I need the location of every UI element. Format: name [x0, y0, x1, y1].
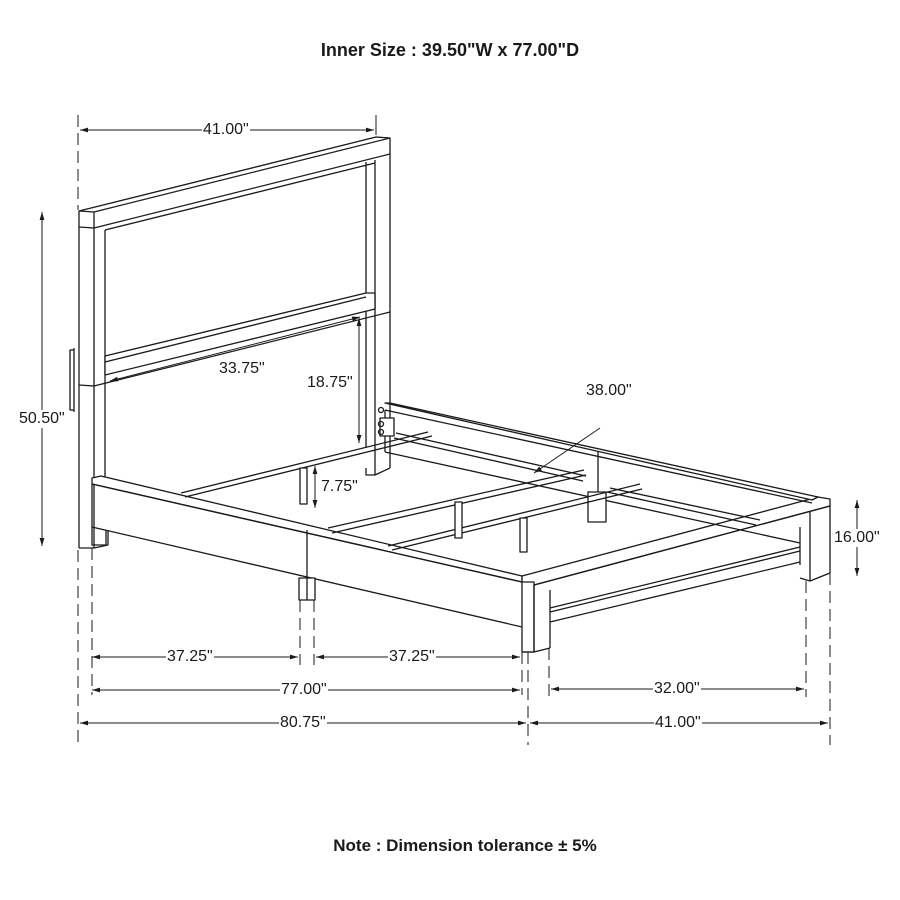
- dim-slat-length: 38.00": [586, 382, 632, 399]
- dim-footboard-inner-width: 32.00": [653, 680, 701, 698]
- dim-footboard-height: 16.00": [833, 529, 881, 547]
- tolerance-note: Note : Dimension tolerance ± 5%: [333, 836, 597, 855]
- dim-support-leg-height: 7.75": [321, 478, 358, 495]
- dim-overall-length: 80.75": [279, 714, 327, 732]
- dim-overall-height: 50.50": [18, 410, 66, 428]
- dim-headboard-inner-width: 33.75": [219, 360, 265, 377]
- right-side-rail: [377, 402, 819, 544]
- dim-overall-width: 41.00": [654, 714, 702, 732]
- footboard: [521, 496, 831, 653]
- dim-side-rail-2: 37.25": [388, 648, 436, 666]
- dim-lower-panel-height: 18.75": [307, 374, 353, 391]
- inner-size-title: Inner Size : 39.50"W x 77.00"D: [320, 40, 580, 60]
- dim-inner-length: 77.00": [280, 681, 328, 699]
- dim-side-rail-1: 37.25": [166, 648, 214, 666]
- slats: [180, 431, 761, 553]
- dim-headboard-width: 41.00": [202, 121, 250, 139]
